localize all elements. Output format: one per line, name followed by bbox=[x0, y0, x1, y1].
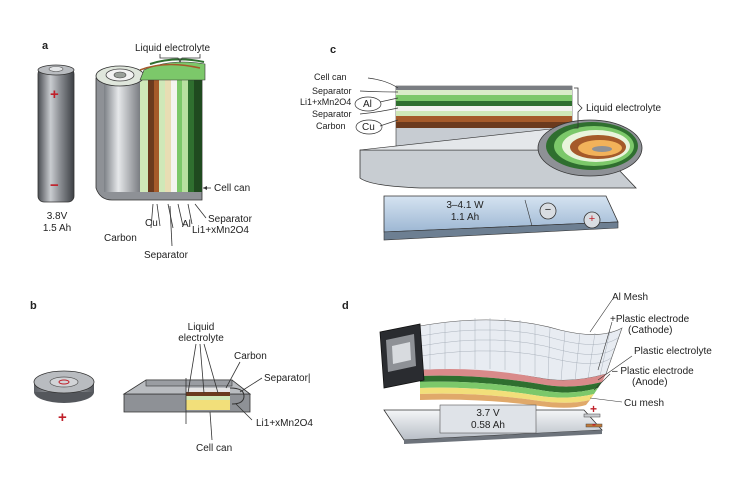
label-anode-d-line2: (Anode) bbox=[632, 377, 668, 388]
label-carbon-c: Carbon bbox=[316, 121, 346, 131]
cell-plus-sign: + bbox=[50, 86, 59, 103]
cell-minus-sign: − bbox=[50, 177, 59, 194]
terminal-minus-d: - bbox=[592, 417, 596, 431]
label-cathode-c: Li1+xMn2O4 bbox=[300, 97, 352, 107]
label-anode-d-line1: – Plastic electrode bbox=[612, 366, 694, 377]
label-separator-top-c: Separator bbox=[312, 86, 352, 96]
coin-plus-sign: + bbox=[58, 409, 67, 426]
terminal-plus-d: + bbox=[590, 402, 598, 416]
panel-c-letter: c bbox=[330, 44, 337, 56]
cell-capacity: 1.5 Ah bbox=[42, 223, 72, 234]
spec-power-c: 3–4.1 W bbox=[446, 200, 484, 211]
panel-a bbox=[37, 54, 211, 247]
coin-cell bbox=[33, 370, 95, 403]
cylindrical-cell bbox=[37, 64, 75, 203]
spec-capacity-d: 0.58 Ah bbox=[471, 420, 505, 431]
panel-d bbox=[379, 299, 633, 444]
label-carbon-a: Carbon bbox=[104, 233, 137, 244]
panel-b-letter: b bbox=[30, 300, 37, 312]
coin-cell-cross-section bbox=[122, 378, 252, 424]
pouch-cell bbox=[383, 404, 603, 444]
panel-a-letter: a bbox=[42, 40, 49, 52]
label-cathode-b: Li1+xMn2O4 bbox=[256, 418, 313, 429]
panel-c bbox=[354, 77, 643, 241]
terminal-plus-c: + bbox=[588, 213, 596, 225]
label-cathode-a: Li1+xMn2O4 bbox=[192, 225, 249, 236]
spec-capacity-c: 1.1 Ah bbox=[450, 212, 480, 223]
panel-d-letter: d bbox=[342, 300, 349, 312]
label-separator-b: Separator| bbox=[264, 373, 311, 384]
label-cell-can-c: Cell can bbox=[314, 72, 347, 82]
label-cu-mesh: Cu mesh bbox=[624, 398, 665, 409]
label-al-c: Al bbox=[363, 99, 372, 110]
cell-voltage: 3.8V bbox=[46, 211, 68, 222]
label-separator-bottom-a: Separator bbox=[144, 250, 188, 261]
prismatic-roll bbox=[359, 85, 643, 189]
label-separator-bottom-c: Separator bbox=[312, 109, 352, 119]
label-al-a: Al bbox=[182, 219, 191, 230]
jelly-roll-cell bbox=[95, 58, 206, 201]
label-liquid-b-line1: Liquid bbox=[187, 322, 215, 333]
label-cu-a: Cu bbox=[145, 218, 158, 229]
spec-voltage-d: 3.7 V bbox=[476, 408, 500, 419]
label-cu-c: Cu bbox=[362, 122, 375, 133]
label-cathode-d-line2: (Cathode) bbox=[628, 325, 673, 336]
panel-b bbox=[33, 343, 263, 441]
terminal-minus-c: − bbox=[544, 204, 552, 216]
prismatic-cell bbox=[383, 195, 619, 241]
label-liquid-electrolyte-c: Liquid electrolyte bbox=[586, 103, 662, 114]
label-carbon-b: Carbon bbox=[234, 351, 267, 362]
label-cell-can-a: Cell can bbox=[214, 183, 251, 194]
label-cathode-d-line1: +Plastic electrode bbox=[610, 314, 690, 325]
label-al-mesh: Al Mesh bbox=[612, 292, 649, 303]
label-electrolyte-b-line2: electrolyte bbox=[178, 333, 224, 344]
label-cell-can-b: Cell can bbox=[196, 443, 233, 454]
label-liquid-electrolyte-a: Liquid electrolyte bbox=[135, 43, 211, 54]
plastic-cell-layers bbox=[379, 318, 623, 408]
label-separator-right-a: Separator bbox=[208, 214, 252, 225]
label-plastic-electrolyte: Plastic electrolyte bbox=[634, 346, 712, 357]
